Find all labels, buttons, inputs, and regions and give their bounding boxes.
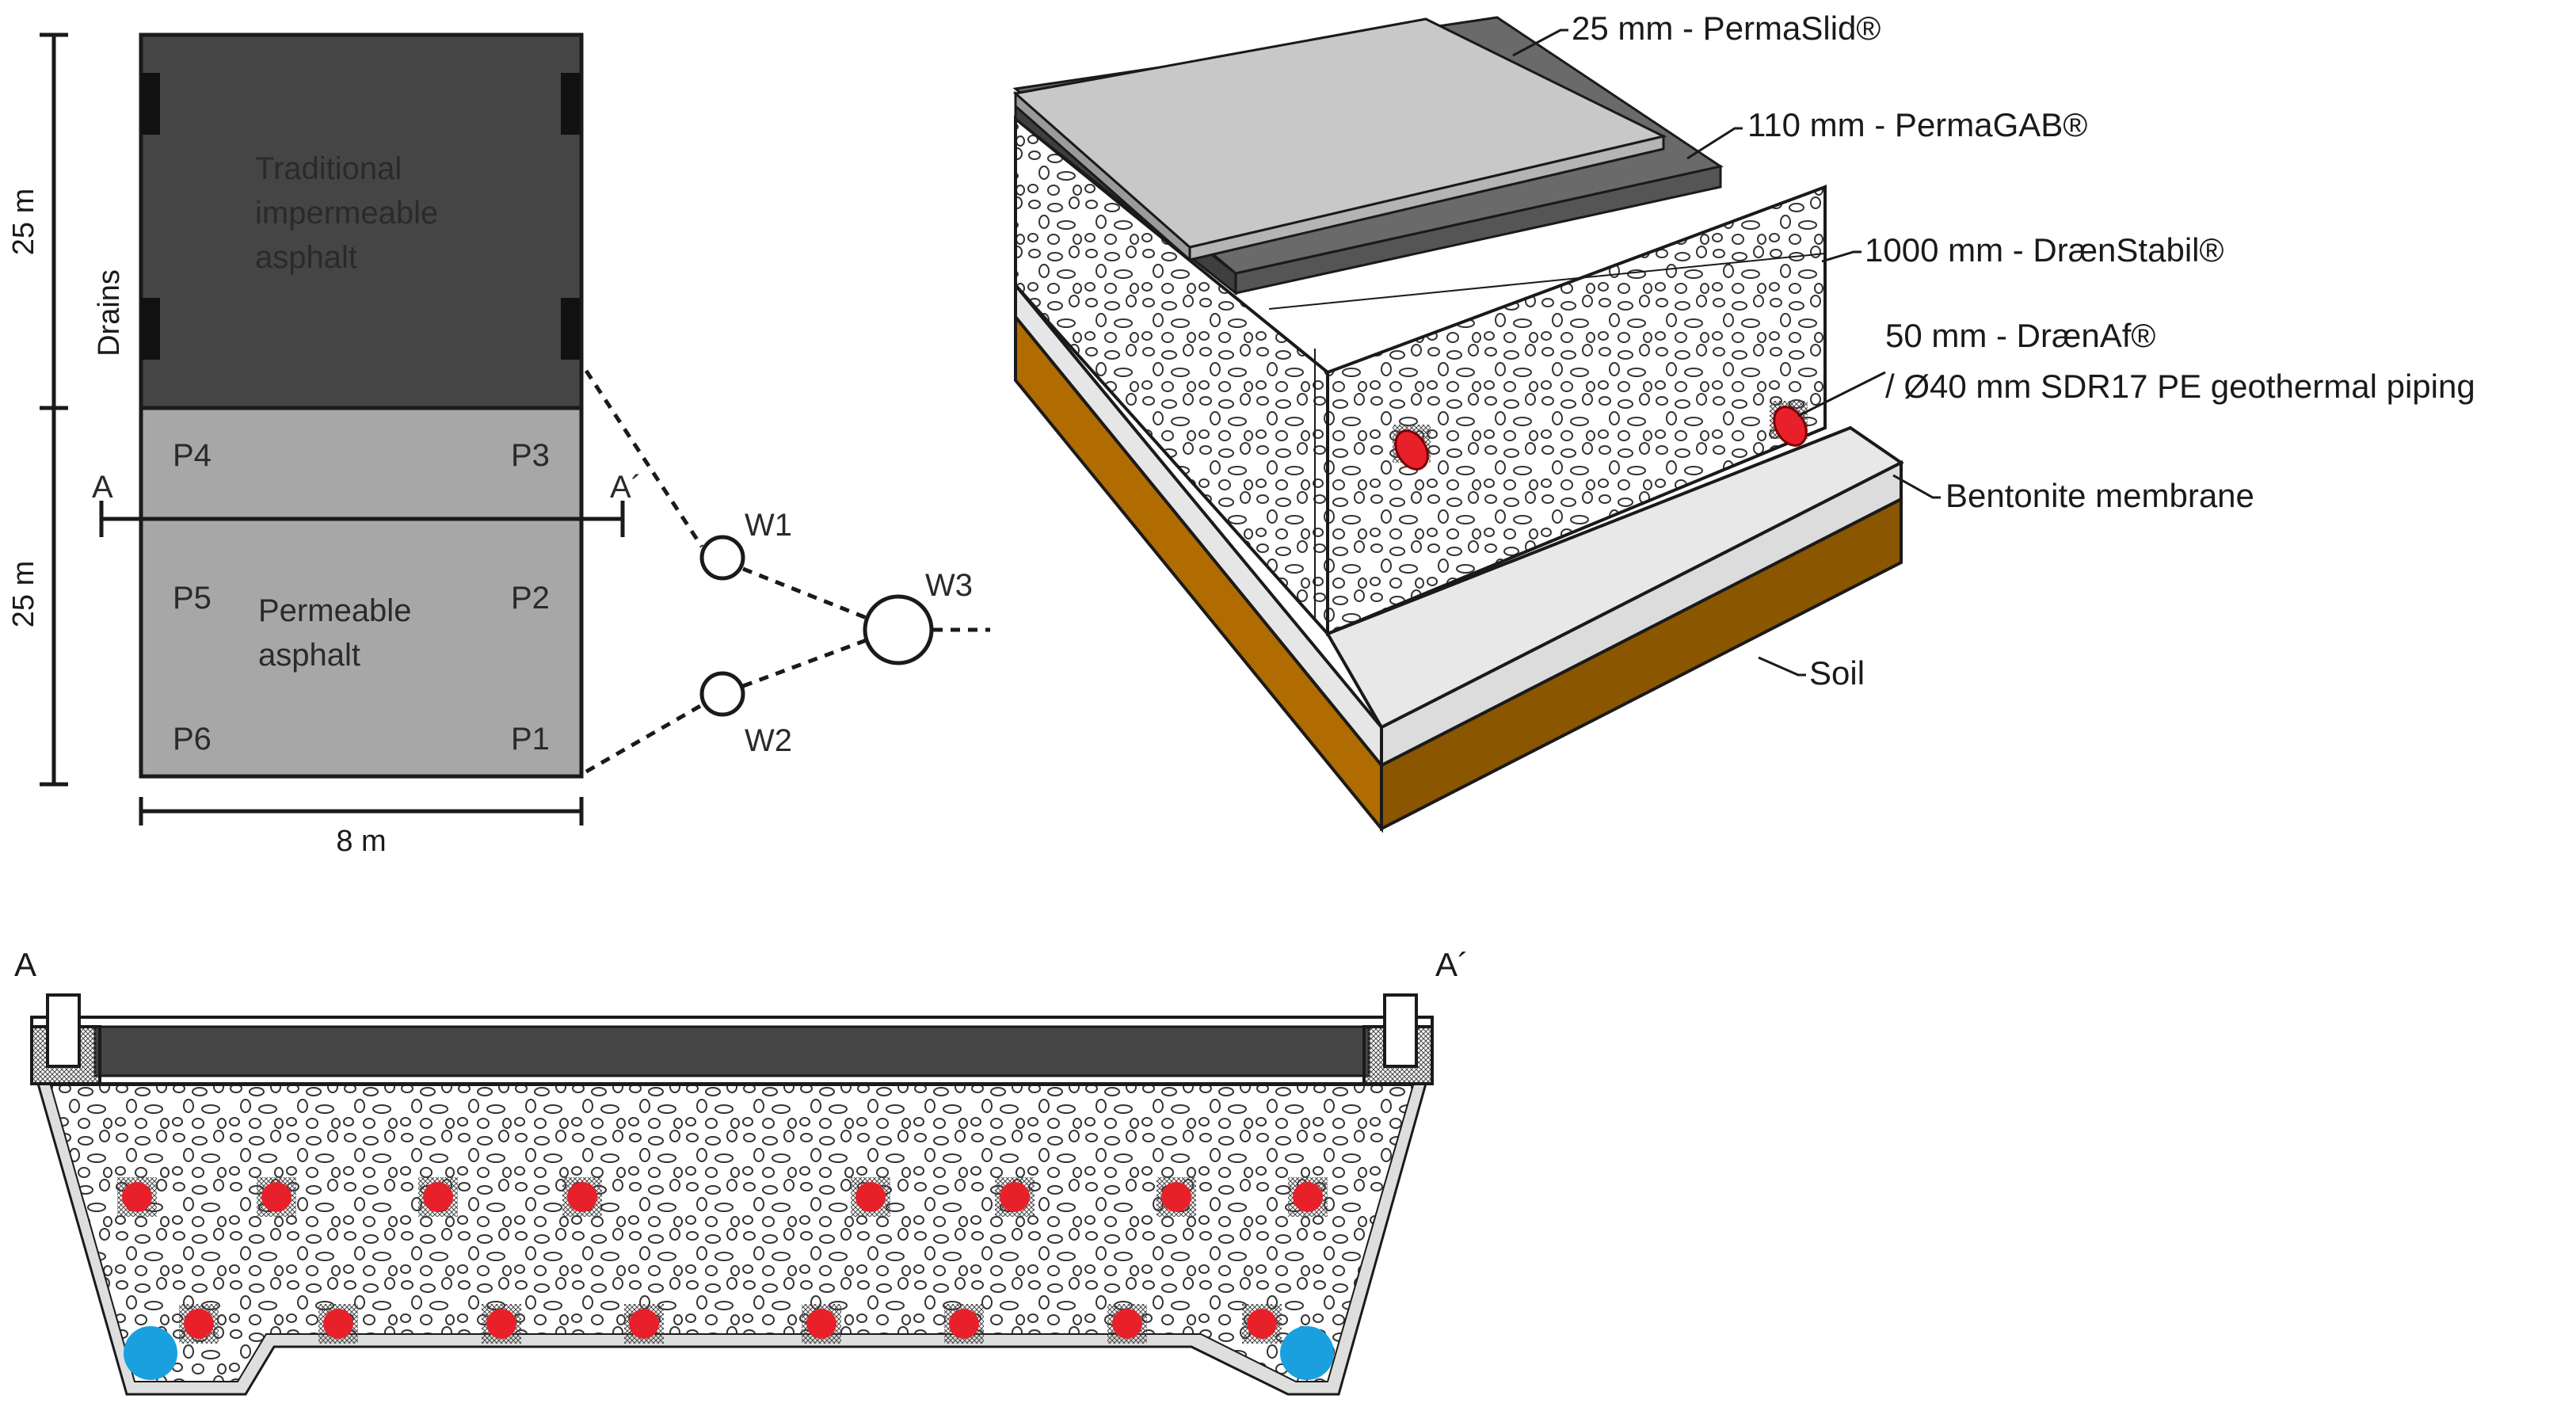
pipe-upper [418,1177,458,1217]
point-p2: P2 [511,581,550,616]
pipe-lower [624,1304,664,1344]
gravel-side [1326,185,1827,636]
pipe-upper [257,1177,296,1217]
well-w2 [699,671,745,717]
well-w3 [863,594,934,665]
membrane-top [1325,425,1904,730]
well-w2-label: W2 [745,723,792,758]
drain-marker [561,73,580,135]
point-p6: P6 [173,722,211,757]
pipe-lower [482,1304,521,1344]
leader-draenstabil [1821,250,1862,263]
pipe-lower [802,1304,841,1344]
permeable-label-line1: Permeable [258,593,411,628]
pipe-upper [117,1177,157,1217]
leader-draenaf [1797,371,1886,417]
permaslid-top [1012,17,1667,249]
pipe-upper [851,1177,890,1217]
leader-soil [1758,656,1806,677]
section-gravel [49,1085,1415,1382]
label-draenaf: 50 mm - DrænAf® [1885,317,2155,354]
impermeable-label-line3: asphalt [255,240,357,275]
point-p3: P3 [511,438,550,473]
impermeable-asphalt-area [139,32,584,410]
pipe-dashed [585,703,703,774]
pipe-dashed [584,369,704,548]
label-bentonite: Bentonite membrane [1945,477,2254,514]
drains-label: Drains [93,269,126,356]
section-label-a-prime: A´ [1435,946,1469,983]
impermeable-label-line2: impermeable [255,196,438,231]
dim-upper-label: 25 m [7,189,40,255]
well-w1-label: W1 [745,508,792,543]
geothermal-pipe [1770,401,1808,447]
pipe-lower [179,1304,219,1344]
pipe-upper [1288,1177,1328,1217]
label-permaslid: 25 mm - PermaSlid® [1572,10,1881,47]
leader-bentonite [1892,474,1941,499]
cross-section: A A´ [14,946,1469,1396]
drain-marker [141,298,160,360]
plan-section-a: A [92,470,113,505]
pipe-upper [995,1177,1035,1217]
pipe-upper [1157,1177,1196,1217]
dim-width-label: 8 m [336,825,386,858]
curb-stone-left [46,993,81,1068]
geothermal-pipe [1393,425,1431,471]
section-label-a: A [14,946,36,983]
pipe-upper [562,1177,602,1217]
leader-permagab [1686,127,1743,160]
section-asphalt-layer [93,1025,1370,1077]
impermeable-label-line1: Traditional [255,151,402,186]
label-soil: Soil [1809,654,1865,692]
permeable-asphalt-area [139,406,584,779]
pipe-dashed [742,638,867,688]
permeable-label-line2: asphalt [258,638,360,673]
drain-pipe-right [1280,1326,1334,1380]
label-piping: / Ø40 mm SDR17 PE geothermal piping [1885,368,2475,405]
pipe-lower [1242,1304,1282,1344]
pipe-lower [1107,1304,1147,1344]
drain-marker [561,298,580,360]
pipe-dashed [742,566,867,620]
point-p5: P5 [173,581,211,616]
point-p4: P4 [173,438,211,473]
section-cut-line [1268,253,1826,310]
curb-stone-right [1383,993,1418,1068]
label-draenstabil: 1000 mm - DrænStabil® [1865,231,2224,269]
layer-block-3d: 25 mm - PermaSlid® 110 mm - PermaGAB® 10… [1012,10,2475,833]
leader-permaslid [1512,29,1568,57]
pipe-lower [318,1304,358,1344]
pipe-lower [944,1304,984,1344]
well-w1 [699,535,745,581]
point-p1: P1 [511,722,550,757]
drain-pipe-left [124,1326,177,1380]
drain-marker [141,73,160,135]
well-w3-label: W3 [925,568,973,603]
plan-section-a-prime: A´ [610,470,642,505]
label-permagab: 110 mm - PermaGAB® [1747,106,2087,143]
dim-lower-label: 25 m [7,561,40,627]
plan-view: 25 m 25 m Drains Traditional impermeable… [7,32,990,858]
